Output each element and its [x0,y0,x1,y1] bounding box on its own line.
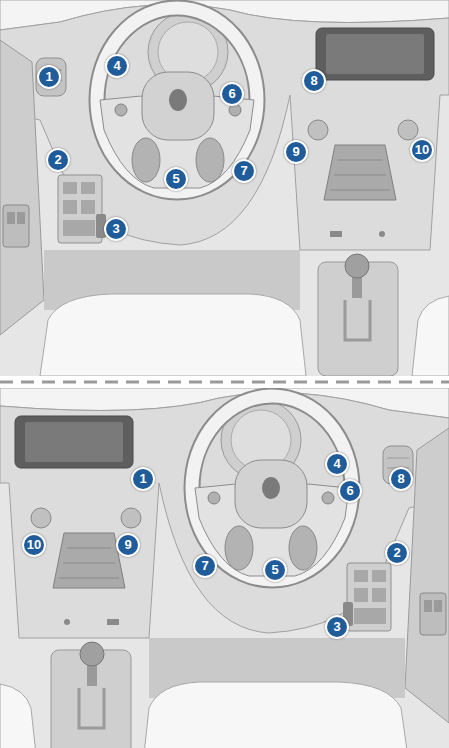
callout-number: 8 [302,69,326,93]
callout-number: 1 [131,467,155,491]
callout-number: 4 [105,54,129,78]
callout-number: 6 [338,479,362,503]
callout-number: 9 [116,533,140,557]
callout-number: 3 [104,217,128,241]
callout-number: 7 [193,554,217,578]
callout-number: 10 [410,138,434,162]
right-hand-drive-view [0,388,449,748]
callout-number: 6 [220,82,244,106]
callout-number: 5 [164,167,188,191]
callout-number: 8 [389,467,413,491]
callout-number: 5 [263,558,287,582]
callout-number: 1 [37,65,61,89]
callout-number: 4 [325,452,349,476]
callout-number: 9 [284,140,308,164]
callout-number: 7 [232,159,256,183]
callout-number: 3 [325,615,349,639]
callout-number: 2 [385,541,409,565]
left-hand-drive-view [0,0,449,376]
callout-number: 2 [46,148,70,172]
callout-number: 10 [22,533,46,557]
divider-line [0,381,449,384]
